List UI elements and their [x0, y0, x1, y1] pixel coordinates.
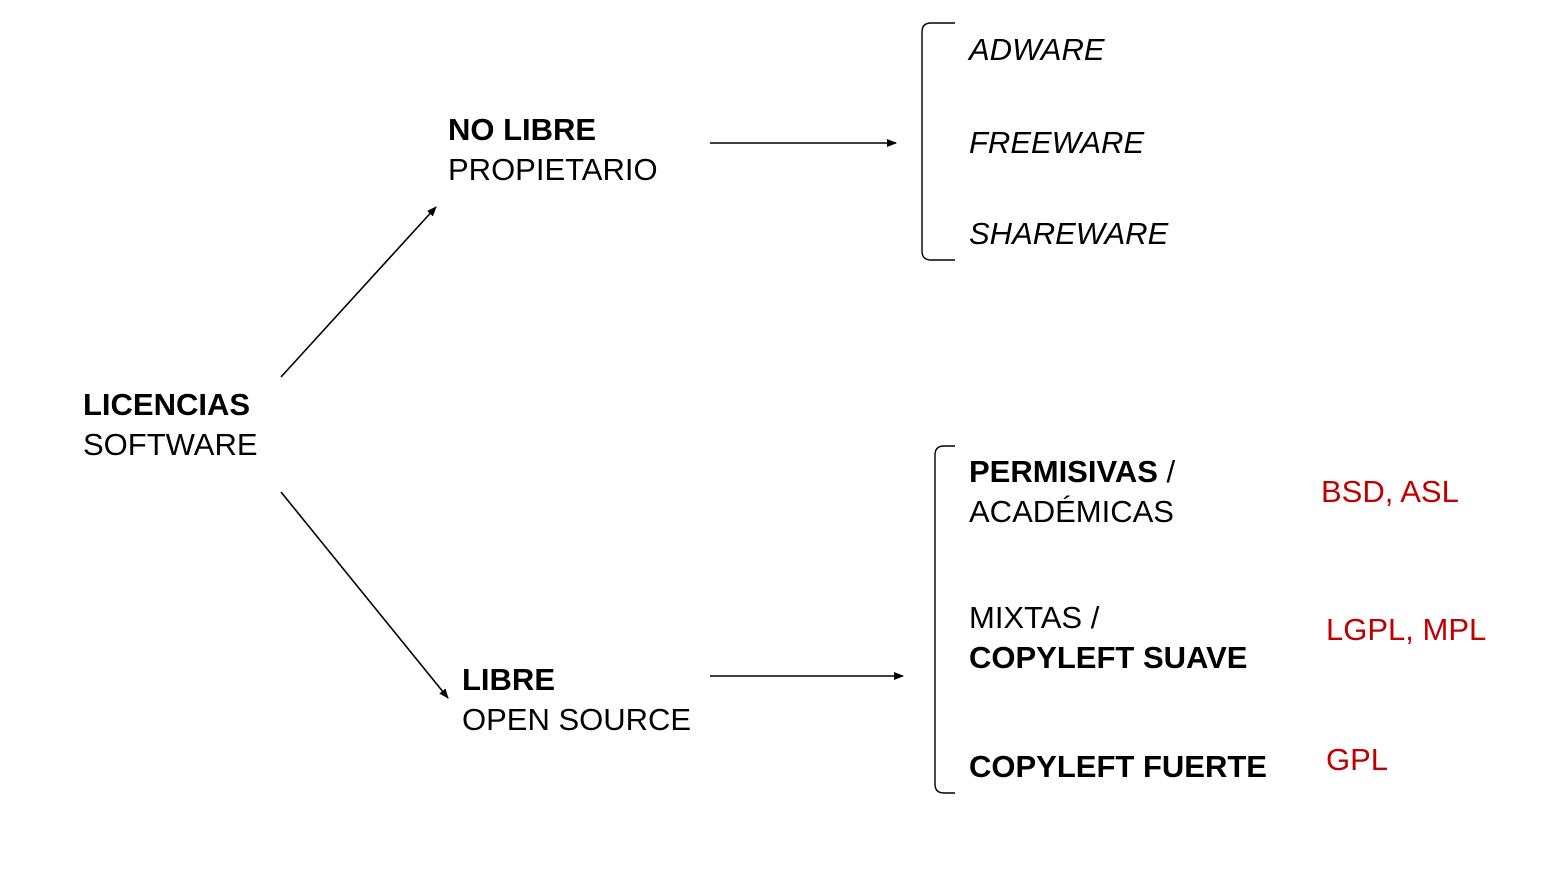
root-subtitle: SOFTWARE — [83, 427, 258, 462]
mixtas-subtitle: COPYLEFT SUAVE — [969, 640, 1248, 675]
bracket-no-libre — [921, 22, 955, 261]
libre-title: LIBRE — [462, 662, 555, 697]
no-libre-item-shareware: SHAREWARE — [969, 216, 1169, 251]
arrow-to-no-libre — [280, 206, 437, 378]
mixtas-title: MIXTAS / — [969, 600, 1100, 635]
mixtas-examples: LGPL, MPL — [1326, 612, 1487, 647]
root-title: LICENCIAS — [83, 387, 251, 422]
fuerte-node: COPYLEFT FUERTE — [969, 749, 1267, 784]
permisivas-node: PERMISIVAS / ACADÉMICAS — [969, 452, 1175, 532]
permisivas-examples: BSD, ASL — [1321, 474, 1459, 509]
permisivas-subtitle: ACADÉMICAS — [969, 494, 1174, 529]
bracket-libre — [934, 445, 955, 794]
libre-subtitle: OPEN SOURCE — [462, 702, 692, 737]
libre-node: LIBRE OPEN SOURCE — [462, 660, 691, 740]
no-libre-node: NO LIBRE PROPIETARIO — [448, 110, 658, 190]
permisivas-separator: / — [1157, 454, 1176, 489]
no-libre-title: NO LIBRE — [448, 112, 597, 147]
permisivas-title: PERMISIVAS — [969, 454, 1158, 489]
no-libre-item-adware: ADWARE — [969, 32, 1105, 67]
no-libre-subtitle: PROPIETARIO — [448, 152, 658, 187]
mixtas-node: MIXTAS / COPYLEFT SUAVE — [969, 598, 1247, 678]
arrow-to-libre — [280, 491, 449, 699]
fuerte-examples: GPL — [1326, 742, 1389, 777]
root-node: LICENCIAS SOFTWARE — [83, 385, 258, 465]
no-libre-item-freeware: FREEWARE — [969, 125, 1145, 160]
